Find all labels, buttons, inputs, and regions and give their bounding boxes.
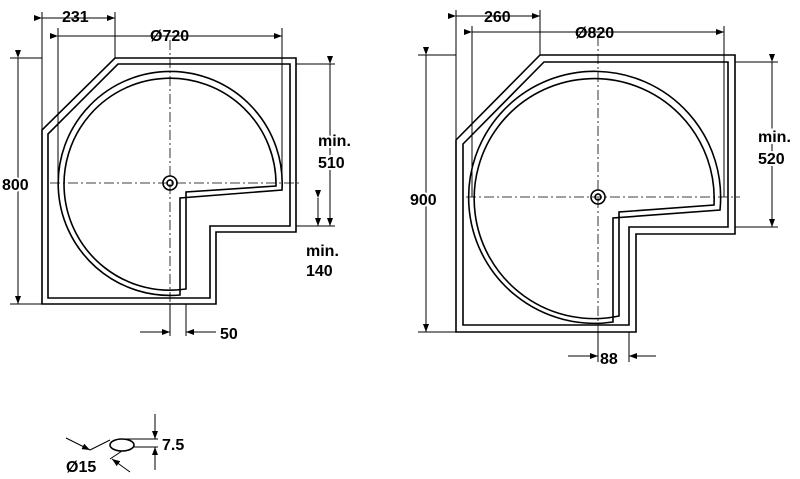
left-dim-depth: 800 bbox=[2, 177, 29, 194]
detail-height: 7.5 bbox=[162, 437, 184, 454]
right-dim-min-label: min. bbox=[758, 129, 791, 146]
left-dim-min-label: min. bbox=[318, 133, 351, 150]
pivot-cap bbox=[109, 438, 135, 452]
right-unit: 260 Ø820 900 min. 520 88 bbox=[408, 9, 793, 368]
right-dim-min-side: 520 bbox=[758, 151, 785, 168]
left-tray bbox=[57, 70, 283, 297]
right-dim-depth: 900 bbox=[410, 192, 437, 209]
left-cabinet-inner bbox=[47, 63, 291, 299]
detail-diameter: Ø15 bbox=[66, 459, 96, 476]
left-cabinet-outline bbox=[41, 57, 297, 305]
right-dim-step: 88 bbox=[600, 351, 618, 368]
right-dim-diameter: Ø820 bbox=[575, 25, 614, 42]
left-unit: 231 Ø720 800 min. 510 min. 140 50 bbox=[0, 9, 353, 343]
right-dim-offset: 260 bbox=[484, 9, 511, 26]
left-dim-offset: 231 bbox=[62, 9, 89, 26]
right-cabinet-outline bbox=[455, 54, 736, 333]
right-cabinet-inner bbox=[462, 61, 729, 326]
left-dim-step: 50 bbox=[220, 326, 238, 343]
pivot-detail: 7.5 Ø15 bbox=[65, 414, 184, 476]
left-dim-min-label2: min. bbox=[306, 243, 339, 260]
right-tray bbox=[467, 70, 722, 325]
left-dim-diameter: Ø720 bbox=[150, 28, 189, 45]
left-dim-min-side: 510 bbox=[318, 155, 345, 172]
left-dim-min-gap: 140 bbox=[306, 263, 333, 280]
